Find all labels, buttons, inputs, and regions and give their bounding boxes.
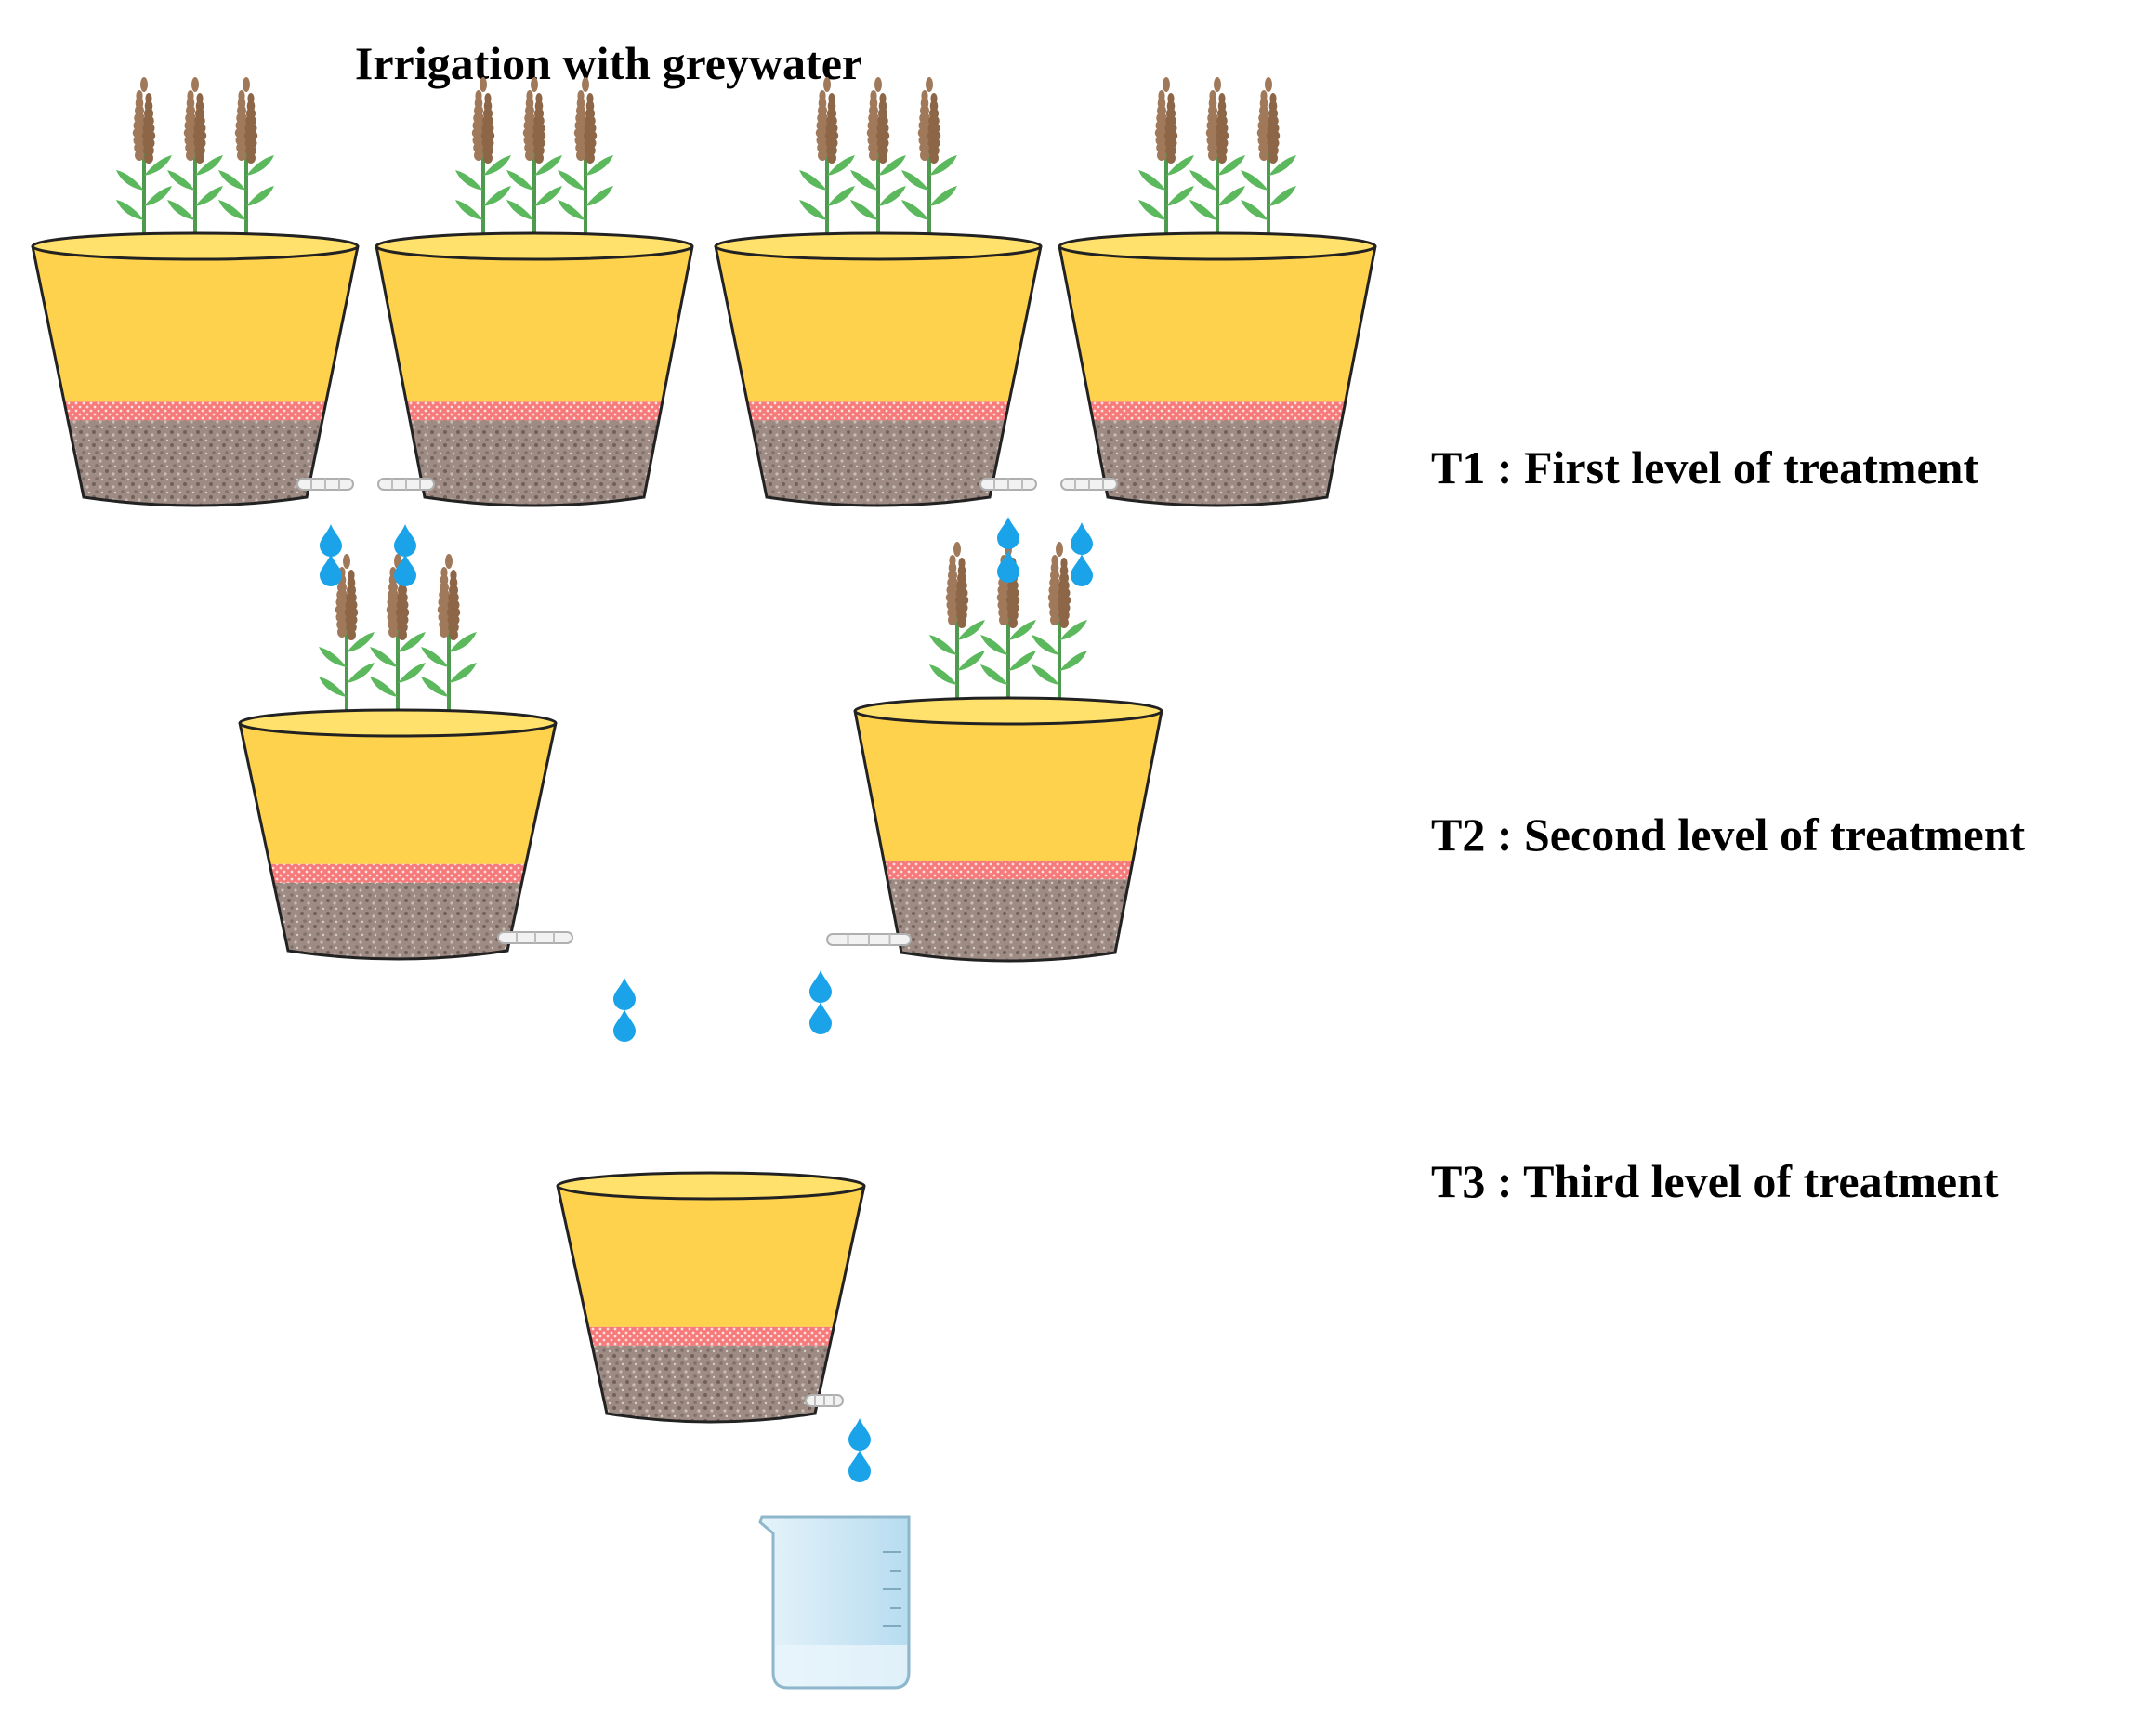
plant-t1-1-0 — [116, 77, 172, 248]
pots-layer — [31, 77, 1377, 1424]
water-drop-8 — [613, 978, 636, 1010]
pot-t1-3 — [714, 77, 1043, 507]
water-drop-13 — [848, 1450, 871, 1482]
plant-t2-2-0 — [929, 542, 985, 713]
pot-t2-1 — [238, 554, 573, 961]
level-label-t2: T2 : Second level of treatment — [1431, 809, 2026, 861]
pot-t2-2 — [826, 542, 1163, 963]
plant-t2-1-0 — [319, 554, 375, 725]
water-drop-11 — [809, 1002, 832, 1034]
water-drop-1 — [320, 554, 342, 586]
water-drop-9 — [613, 1009, 636, 1042]
diagram-title: Irrigation with greywater — [355, 37, 862, 89]
water-drop-10 — [809, 970, 832, 1003]
plant-t1-2-0 — [455, 77, 511, 248]
plant-t1-1-2 — [218, 77, 274, 248]
water-drop-5 — [997, 550, 1019, 583]
plant-t1-3-2 — [901, 77, 957, 248]
plant-t1-3-0 — [799, 77, 855, 248]
plant-t1-3-1 — [850, 77, 906, 248]
water-drop-6 — [1071, 522, 1093, 555]
plant-t1-4-2 — [1241, 77, 1296, 248]
pot-t1-2 — [375, 77, 694, 507]
beaker — [758, 1515, 911, 1690]
water-drop-4 — [997, 517, 1019, 549]
level-label-t1: T1 : First level of treatment — [1431, 441, 1978, 493]
plant-t2-1-1 — [370, 554, 426, 725]
plant-t2-1-2 — [421, 554, 477, 725]
water-drop-0 — [320, 524, 342, 557]
plant-t2-2-2 — [1032, 542, 1087, 713]
plant-t1-2-2 — [558, 77, 613, 248]
water-drop-12 — [848, 1418, 871, 1451]
drops-layer — [320, 517, 1093, 1482]
pot-t3-1 — [556, 1171, 866, 1424]
water-drop-2 — [394, 524, 416, 557]
pot-t1-1 — [31, 77, 360, 507]
water-drop-3 — [394, 554, 416, 586]
plant-t1-4-0 — [1138, 77, 1194, 248]
level-label-t3: T3 : Third level of treatment — [1431, 1155, 1999, 1207]
water-drop-7 — [1071, 554, 1093, 586]
pot-t1-4 — [1058, 77, 1377, 507]
plant-t1-2-1 — [506, 77, 562, 248]
plant-t1-4-1 — [1189, 77, 1245, 248]
plant-t1-1-1 — [167, 77, 223, 248]
